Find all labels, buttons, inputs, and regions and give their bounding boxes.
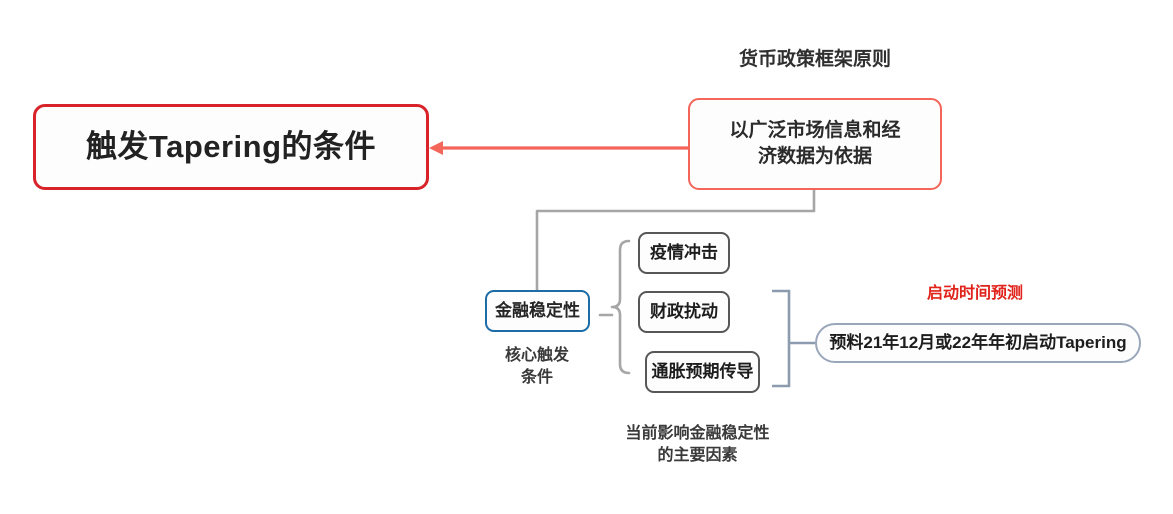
bracket-forecast (772, 289, 791, 388)
node-financial-stability-label: 金融稳定性 (495, 300, 580, 320)
caption-core-trigger-condition: 核心触发 条件 (477, 345, 597, 388)
caption-current-stability-factors-line1: 当前影响金融稳定性 (625, 425, 770, 442)
node-tapering-forecast-label: 预料21年12月或22年年初启动Tapering (829, 332, 1127, 352)
caption-current-stability-factors: 当前影响金融稳定性 的主要因素 (585, 423, 810, 466)
node-trigger-conditions-label: 触发Tapering的条件 (85, 129, 377, 165)
node-trigger-conditions[interactable]: 触发Tapering的条件 (33, 104, 429, 190)
node-market-info-basis-line2: 济数据为依据 (757, 146, 872, 167)
node-financial-stability[interactable]: 金融稳定性 (485, 290, 590, 332)
node-factor-inflation-expectation[interactable]: 通胀预期传导 (645, 351, 760, 393)
caption-core-trigger-line2: 条件 (520, 368, 553, 386)
node-factor-fiscal-disturbance-label: 财政扰动 (650, 301, 718, 321)
caption-core-trigger-line1: 核心触发 (504, 347, 569, 364)
node-tapering-forecast[interactable]: 预料21年12月或22年年初启动Tapering (815, 323, 1141, 363)
node-factor-pandemic-shock[interactable]: 疫情冲击 (638, 232, 730, 274)
brace-factors (610, 239, 631, 375)
caption-current-stability-factors-line2: 的主要因素 (657, 446, 738, 464)
node-factor-pandemic-shock-label: 疫情冲击 (650, 242, 718, 262)
caption-monetary-policy-framework: 货币政策框架原则 (738, 49, 891, 70)
arrowhead-to-title (429, 141, 443, 155)
node-market-info-basis[interactable]: 以广泛市场信息和经 济数据为依据 (688, 98, 942, 190)
node-market-info-basis-line1: 以广泛市场信息和经 (729, 120, 901, 142)
node-factor-inflation-expectation-label: 通胀预期传导 (651, 361, 754, 381)
node-market-info-basis-label: 以广泛市场信息和经 济数据为依据 (729, 118, 900, 169)
node-factor-fiscal-disturbance[interactable]: 财政扰动 (638, 291, 730, 333)
caption-launch-time-forecast: 启动时间预测 (926, 285, 1023, 302)
